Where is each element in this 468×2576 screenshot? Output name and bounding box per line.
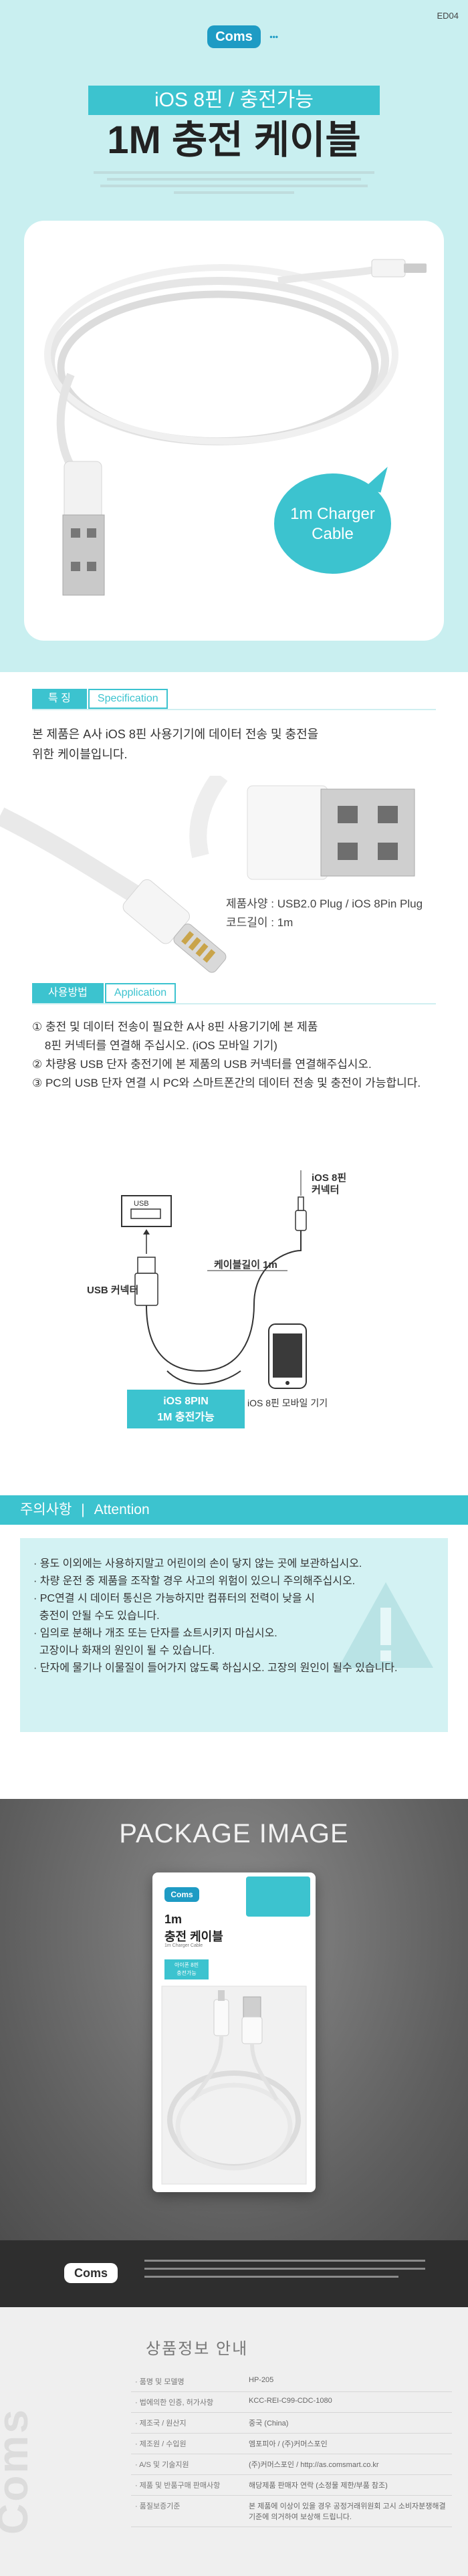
info-key: 제조원 / 수입원 [131,2433,245,2454]
spec-header: 특 징 Specification [32,689,168,709]
caution-item: · 임의로 분해나 개조 또는 단자를 쇼트시키지 마십시오. [33,1628,277,1639]
package-tag: 아이폰 8핀 충전가능 [164,1959,209,1979]
info-key: 제조국 / 원산지 [131,2412,245,2434]
package-subtitle: 1m Charger Cable [164,1943,203,1948]
usage-item: ③ PC의 USB 단자 연결 시 PC와 스마트폰간의 데이터 전송 및 충전… [32,1077,421,1089]
package-cable-illustration [161,1985,307,2185]
info-key: 제품 및 반품구매 판매사항 [131,2474,245,2496]
caution-item: · PC연결 시 데이터 통신은 가능하지만 컴퓨터의 전력이 낮을 시 [33,1593,315,1604]
info-key: A/S 및 기술지원 [131,2454,245,2475]
ios-8pin-tag-line-2: 1M 충전가능 [157,1412,215,1423]
package-title-1: 1m [164,1913,183,1926]
info-value: HP-205 [245,2371,452,2392]
spec-intro: 본 제품은 A사 iOS 8핀 사용기기에 데이터 전송 및 충전을 위한 케이… [32,724,393,764]
caution-item: 고장이나 화재의 원인이 될 수 있습니다. [33,1645,215,1656]
coiled-cable-photo [24,221,444,641]
caution-header: 주의사항|Attention [0,1495,468,1525]
caution-label-en: Attention [94,1502,150,1517]
caution-label-kr: 주의사항 [20,1502,72,1517]
caution-item: · 단자에 물기나 이물질이 들어가지 않도록 하십시오. 고장의 원인이 될수… [33,1662,398,1674]
caution-item: · 용도 이외에는 사용하지말고 어린이의 손이 닿지 않는 곳에 보관하십시오… [33,1558,362,1570]
ios-connector-label-2: 커넥터 [312,1184,340,1196]
cable-length-label: 케이블길이 1m [214,1259,277,1271]
hero-section: Coms ED04 iOS 8핀 / 충전가능 1M 충전 케이블 [0,0,468,672]
info-value: KCC-REI-C99-CDC-1080 [245,2391,452,2413]
usage-label-kr: 사용방법 [32,983,104,1003]
spec-label-en: Specification [88,689,168,709]
caution-item: 충전이 안될 수도 있습니다. [33,1610,160,1622]
bubble-line-2: Cable [312,525,354,543]
spec-intro-line-2: 위한 케이블입니다. [32,748,128,761]
usb-port-label: USB [134,1200,149,1208]
spec-label-kr: 특 징 [32,689,87,709]
ios-connector-label-1: iOS 8핀 [312,1172,347,1184]
info-key: 법에의한 인증, 허가사항 [131,2391,245,2413]
footer-notice [144,2256,425,2278]
package-phone-image [246,1876,310,1917]
package-box-image: Coms 1m 충전 케이블 1m Charger Cable 아이폰 8핀 충… [152,1872,316,2192]
connector-closeup-illustration [0,776,415,973]
connection-diagram: iOS 8핀 커넥터 USB 케이블길이 1m USB 커넥터 iOS 8핀 모… [87,1170,394,1465]
brand-logo: Coms [207,25,278,48]
package-tag-line-1: 아이폰 8핀 [174,1962,199,1968]
mobile-device-label: iOS 8핀 모바일 기기 [247,1398,328,1408]
usage-header: 사용방법 Application [32,983,177,1003]
usage-item: ① 충전 및 데이터 전송이 필요한 A사 8핀 사용기기에 본 제품 [32,1021,318,1033]
caution-list: · 용도 이외에는 사용하지말고 어린이의 손이 닿지 않는 곳에 보관하십시오… [33,1555,435,1677]
coms-watermark: Coms [0,2407,37,2535]
info-key: 품질보증기준 [131,2495,245,2527]
connector-closeup-photo [0,776,468,976]
connection-diagram-lines [121,1170,307,1389]
spec-intro-line-1: 본 제품은 A사 iOS 8핀 사용기기에 데이터 전송 및 충전을 [32,728,319,741]
usb-connector-label: USB 커넥터 [87,1285,139,1296]
info-value: 중국 (China) [245,2412,452,2434]
usage-label-en: Application [104,983,177,1003]
coiled-cable-illustration [44,259,427,596]
package-title: PACKAGE IMAGE [119,1819,349,1848]
ios-8pin-tag: iOS 8PIN 1M 충전가능 [127,1390,245,1428]
spec-item: 코드길이 : 1m [226,916,294,929]
info-value: 엠포피아 / (주)커머스포인 [245,2433,452,2454]
spec-list: 제품사양 : USB2.0 Plug / iOS 8Pin Plug 코드길이 … [226,895,423,932]
package-tag-line-2: 충전가능 [177,1970,197,1976]
usage-divider [32,1003,436,1004]
product-info-title: 상품정보 안내 [146,2340,249,2358]
bubble-line-1: 1m Charger [290,505,375,523]
info-value: (주)커머스포인 / http://as.comsmart.co.kr [245,2454,452,2475]
usage-item: ② 차량용 USB 단자 충전기에 본 제품의 USB 커넥터를 연결해주십시오… [32,1058,372,1071]
package-logo: Coms [164,1887,199,1902]
warning-icon [338,1582,433,1668]
hero-fine-print [80,170,388,198]
info-value: 본 제품에 이상이 있을 경우 공정거래위원회 고시 소비자분쟁해결기준에 의거… [245,2495,452,2527]
package-title-2: 충전 케이블 [164,1930,223,1943]
brand-footer: Coms [0,2240,468,2307]
usage-list: ① 충전 및 데이터 전송이 필요한 A사 8핀 사용기기에 본 제품 8핀 커… [32,1018,447,1093]
package-section: PACKAGE IMAGE Coms 1m 충전 케이블 1m Charger … [0,1799,468,2240]
caution-box: · 용도 이외에는 사용하지말고 어린이의 손이 닿지 않는 곳에 보관하십시오… [20,1538,448,1732]
product-code: ED04 [437,11,459,21]
info-key: 품명 및 모델명 [131,2371,245,2392]
hero-title: 1M 충전 케이블 [107,118,361,162]
info-value: 해당제품 판매자 연락 (소정물 제한/부품 참조) [245,2474,452,2496]
hero-ribbon: iOS 8핀 / 충전가능 [88,86,380,115]
cable-length-bubble: 1m Charger Cable [274,473,391,574]
footer-logo: Coms [64,2263,118,2283]
usage-item: 8핀 커넥터를 연결해 주십시오. (iOS 모바일 기기) [32,1039,277,1052]
caution-item: · 차량 운전 중 제품을 조작할 경우 사고의 위험이 있으니 주의해주십시오… [33,1576,356,1587]
ios-8pin-tag-line-1: iOS 8PIN [163,1396,209,1407]
spec-item: 제품사양 : USB2.0 Plug / iOS 8Pin Plug [226,897,423,910]
table-row: A/S 및 기술지원(주)커머스포인 / http://as.comsmart.… [131,2454,452,2475]
spec-divider [32,709,436,710]
